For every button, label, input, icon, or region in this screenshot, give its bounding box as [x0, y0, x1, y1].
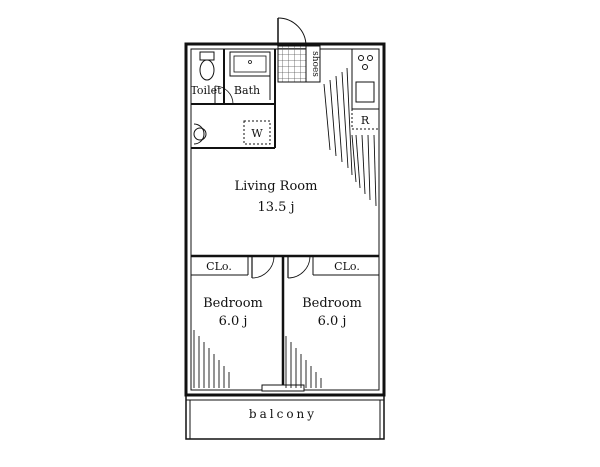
bath-label: Bath [234, 84, 260, 97]
balcony-label: balcony [249, 407, 317, 421]
stove-burner-icon [362, 64, 368, 70]
toilet-bowl-icon [199, 59, 215, 81]
living-room-size: 13.5 j [257, 200, 294, 215]
toilet-tank-icon [199, 51, 215, 61]
fridge-space [351, 108, 380, 130]
bedroom-left-label: Bedroom [203, 296, 263, 311]
stove-burner-icon [367, 55, 373, 61]
bedroom-right-size: 6.0 j [318, 314, 347, 329]
stove-burner-icon [358, 55, 364, 61]
wet-area [191, 49, 276, 149]
bedroom-walls [191, 254, 379, 392]
kitchen [323, 48, 380, 207]
window-hatching [193, 330, 322, 388]
sink-icon [355, 81, 375, 103]
entrance [277, 17, 321, 83]
closet-left-label: CLo. [206, 260, 232, 273]
washer-space [243, 120, 271, 145]
balcony-area [185, 394, 385, 440]
bedroom-right-label: Bedroom [302, 296, 362, 311]
bathtub-icon [229, 51, 271, 77]
shoe-cabinet [305, 45, 321, 83]
fridge-label: R [361, 114, 370, 127]
closet-right-label: CLo. [334, 260, 360, 273]
washer-label: W [251, 127, 263, 140]
bedroom-left-size: 6.0 j [219, 314, 248, 329]
shoes-label: shoes [310, 51, 320, 77]
living-room-label: Living Room [235, 179, 318, 194]
toilet-label: Toilet [190, 84, 222, 97]
basin-icon [193, 123, 205, 145]
